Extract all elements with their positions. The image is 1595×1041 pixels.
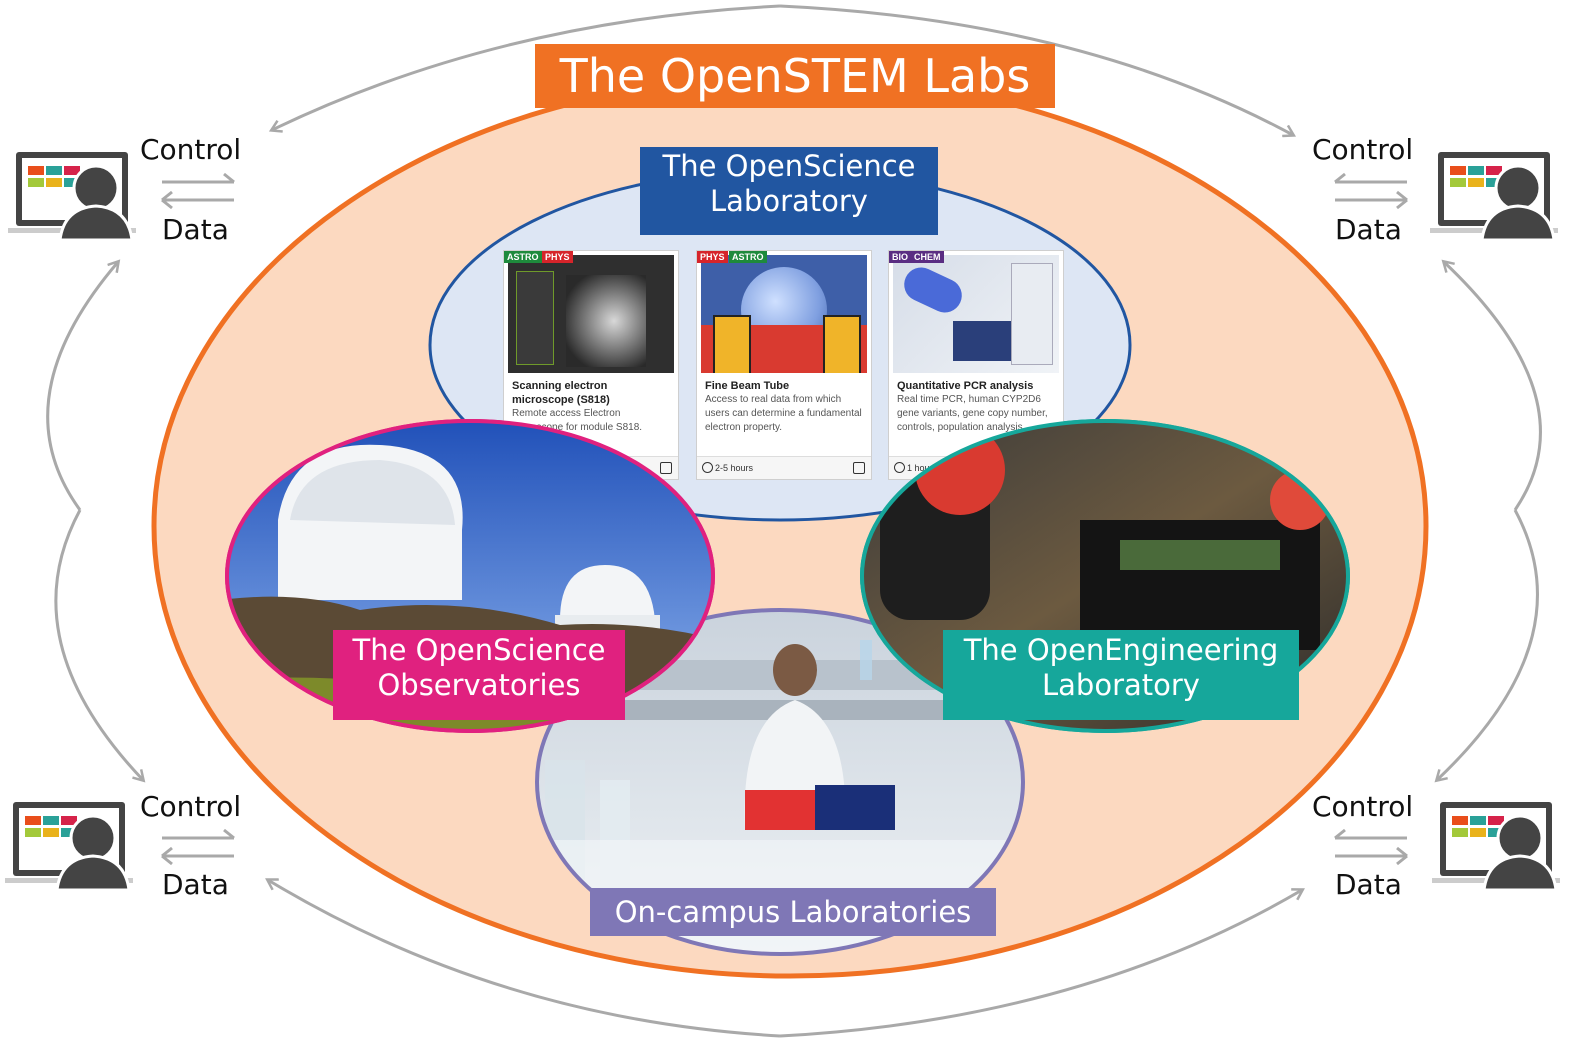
sem-image [508,255,674,373]
tag-label: PHYS [697,251,728,263]
exchange-arrows-icon-bottom-right [1334,828,1408,866]
open-science-lab-label: The OpenScience Laboratory [640,147,938,235]
card-duration: 1 hour [907,463,933,473]
card-duration: 2-5 hours [715,463,754,473]
experiment-card[interactable]: BIO CHEM Quantitative PCR analysis Real … [888,250,1064,480]
card-footer [504,456,678,479]
exchange-arrows-icon-bottom-left [161,828,235,866]
card-description: Real time PCR, human CYP2D6 gene variant… [897,394,1048,433]
control-label: Control [1312,790,1414,823]
data-label: Data [162,868,229,901]
computer-user-icon-bottom-left [5,802,133,892]
control-label: Control [1312,133,1414,166]
launch-icon[interactable] [660,462,672,474]
on-campus-lab-ellipse [535,608,1025,956]
control-label: Control [140,790,242,823]
tag-label: ASTRO [504,251,542,263]
computer-user-icon-bottom-right [1432,802,1560,892]
computer-user-icon-top-left [8,152,136,242]
card-footer: 2-5 hours [697,456,871,479]
card-footer: 1 hour [889,456,1063,479]
exchange-arrows-icon-top-left [161,172,235,210]
data-label: Data [162,213,229,246]
experiment-card[interactable]: ASTRO PHYS Scanning electron microscope … [503,250,679,480]
control-label: Control [140,133,242,166]
experiment-card[interactable]: PHYS ASTRO Fine Beam Tube Access to real… [696,250,872,480]
card-title: Fine Beam Tube [705,380,790,392]
clock-icon [894,462,905,473]
clock-icon [702,462,713,473]
observatories-label: The OpenScience Observatories [333,630,625,720]
data-label: Data [1335,868,1402,901]
tag-label: ASTRO [729,251,767,263]
on-campus-lab-label: On-campus Laboratories [590,888,996,936]
computer-user-icon-top-right [1430,152,1558,242]
pcr-image [893,255,1059,373]
tag-label: BIO [889,251,912,263]
launch-icon[interactable] [853,462,865,474]
tag-label: PHYS [542,251,573,263]
outer-cycle-arrows [46,4,1542,1038]
fine-beam-tube-image [701,255,867,373]
engineering-lab-label: The OpenEngineering Laboratory [943,630,1299,720]
card-description: Remote access Electron microscope for mo… [512,408,643,433]
tag-label: CHEM [911,251,944,263]
page-title: The OpenSTEM Labs [535,44,1055,108]
data-label: Data [1335,213,1402,246]
card-title: Scanning electron microscope (S818) [512,380,610,406]
exchange-arrows-icon-top-right [1334,172,1408,210]
card-description: Access to real data from which users can… [705,394,862,433]
card-title: Quantitative PCR analysis [897,380,1034,392]
